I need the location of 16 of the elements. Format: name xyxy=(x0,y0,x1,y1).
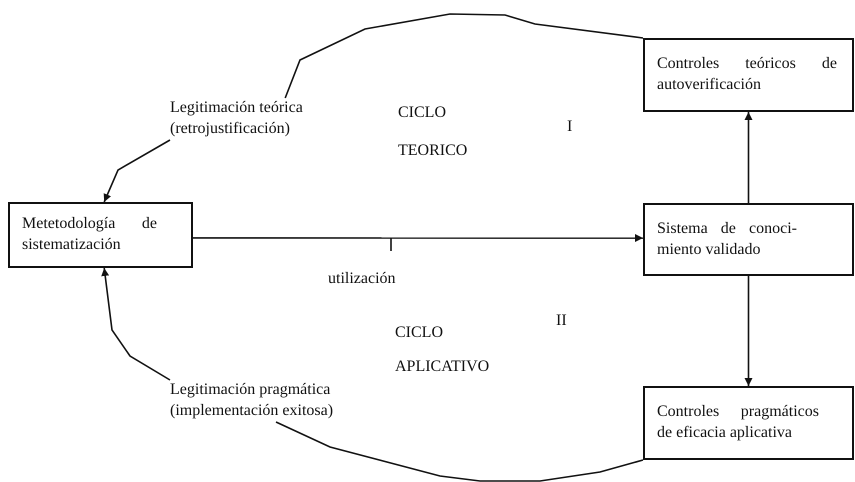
process-box xyxy=(8,202,193,268)
box-text: Metetodología de sistematización xyxy=(22,214,157,255)
cycle-label: CICLO xyxy=(398,104,446,122)
cycle-label: CICLO xyxy=(395,324,443,342)
process-box xyxy=(643,38,854,112)
cycle-label: I xyxy=(567,118,572,136)
node-text: Legitimación teórica (retrojustificación) xyxy=(170,98,330,140)
process-box xyxy=(643,203,854,276)
box-text: Sistema de conoci- miento validado xyxy=(657,218,797,260)
node-text: Legitimación pragmática (implementación exitosa) xyxy=(170,380,370,422)
box-text: Controles pragmáticos de eficacia aplicativa xyxy=(657,402,819,443)
cycle-label: II xyxy=(556,312,567,330)
box-text: Controles teóricos de autoverificación xyxy=(657,54,837,95)
cycle-label: APLICATIVO xyxy=(395,358,490,376)
process-box xyxy=(643,386,854,460)
cycle-label: TEORICO xyxy=(398,142,468,160)
